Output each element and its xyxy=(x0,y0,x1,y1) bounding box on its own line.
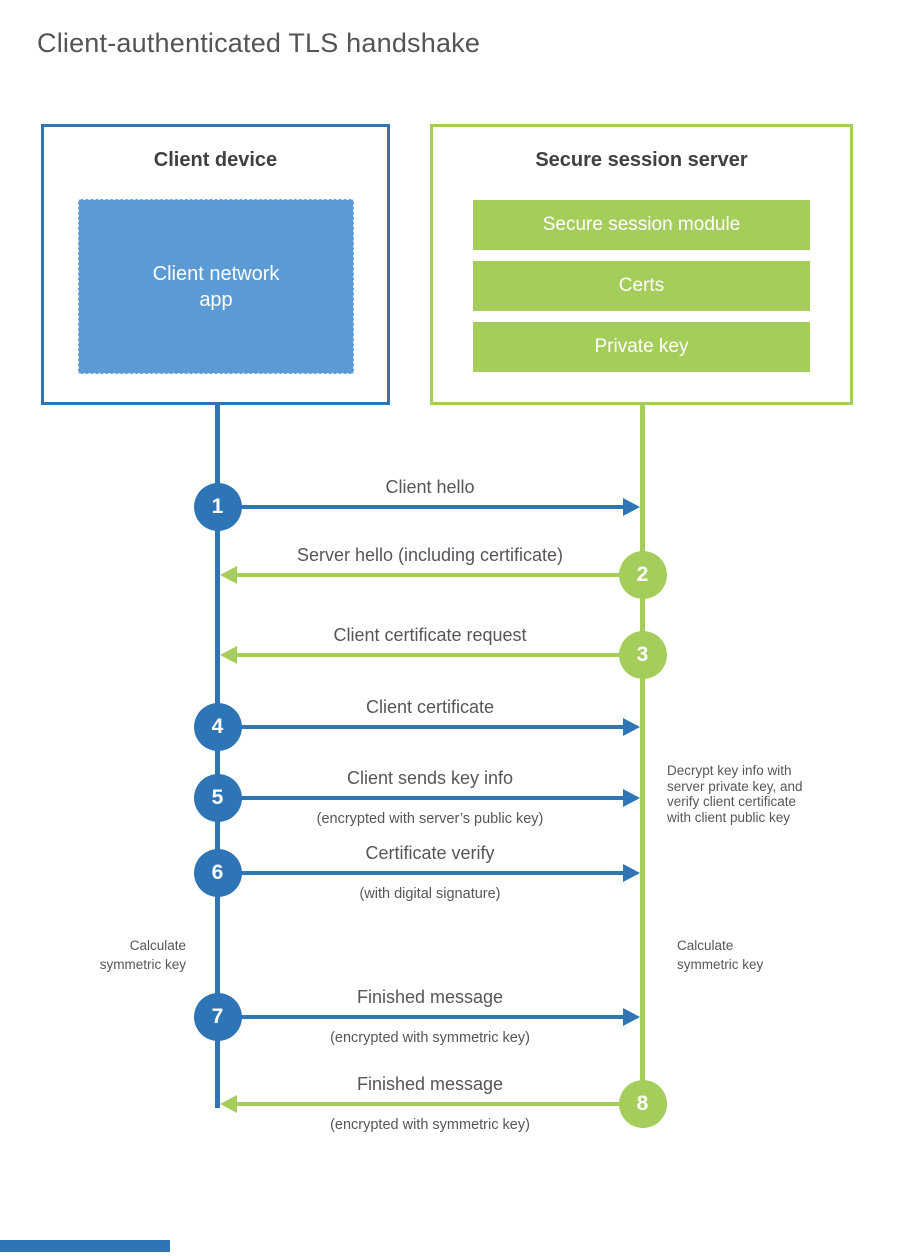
message-2-label: Server hello (including certificate) xyxy=(296,545,564,565)
client-network-app-box: Client network app xyxy=(78,199,354,374)
step-2-circle: 2 xyxy=(618,551,667,599)
server-lifeline xyxy=(640,405,645,1128)
arrowhead-left-icon xyxy=(220,566,237,584)
message-8-arrow xyxy=(237,1102,642,1106)
footer-bar xyxy=(0,1240,170,1252)
message-1-arrow xyxy=(217,505,623,509)
secure-session-module-bar: Secure session module xyxy=(473,200,810,250)
client-calculate-note: Calculate symmetric key xyxy=(99,938,186,972)
message-2-arrow xyxy=(237,573,642,577)
server-calculate-note: Calculate symmetric key xyxy=(677,938,764,972)
message-3-label: Client certificate request xyxy=(333,625,527,645)
arrowhead-right-icon xyxy=(623,789,640,807)
step-8-number: 8 xyxy=(636,1092,649,1115)
client-device-title: Client device xyxy=(153,149,278,171)
message-3-arrow xyxy=(237,653,642,657)
step-6-number: 6 xyxy=(211,861,224,884)
message-1-label: Client hello xyxy=(385,477,475,497)
step-5-circle: 5 xyxy=(193,774,242,822)
step-3-circle: 3 xyxy=(618,631,667,679)
step-6-circle: 6 xyxy=(193,849,242,897)
step-4-number: 4 xyxy=(211,715,224,738)
message-7-label: Finished message xyxy=(356,987,504,1007)
arrowhead-left-icon xyxy=(220,646,237,664)
message-7-sublabel: (encrypted with symmetric key) xyxy=(330,1030,530,1046)
secure-session-module-label: Secure session module xyxy=(542,214,741,235)
arrowhead-right-icon xyxy=(623,498,640,516)
arrowhead-right-icon xyxy=(623,864,640,882)
message-4-label: Client certificate xyxy=(365,697,495,717)
message-8-sublabel: (encrypted with symmetric key) xyxy=(330,1117,530,1133)
private-key-label: Private key xyxy=(594,336,689,357)
client-lifeline xyxy=(215,405,220,1108)
step-4-circle: 4 xyxy=(193,703,242,751)
step-7-number: 7 xyxy=(211,1005,224,1028)
message-5-sublabel: (encrypted with server’s public key) xyxy=(316,811,544,827)
arrowhead-left-icon xyxy=(220,1095,237,1113)
secure-session-server-box: Secure session server Secure session mod… xyxy=(430,124,853,405)
private-key-bar: Private key xyxy=(473,322,810,372)
message-6-arrow xyxy=(217,871,623,875)
client-device-box: Client device Client network app xyxy=(41,124,390,405)
message-6-label: Certificate verify xyxy=(365,843,495,863)
certs-bar: Certs xyxy=(473,261,810,311)
step-2-number: 2 xyxy=(636,563,649,586)
arrowhead-right-icon xyxy=(623,1008,640,1026)
message-7-arrow xyxy=(217,1015,623,1019)
step-8-circle: 8 xyxy=(618,1080,667,1128)
arrowhead-right-icon xyxy=(623,718,640,736)
step-5-number: 5 xyxy=(211,786,224,809)
certs-label: Certs xyxy=(618,275,665,296)
message-5-arrow xyxy=(217,796,623,800)
step-1-number: 1 xyxy=(211,495,224,518)
message-4-arrow xyxy=(217,725,623,729)
step-7-circle: 7 xyxy=(193,993,242,1041)
client-network-app-label: Client network app xyxy=(152,262,280,311)
step-3-number: 3 xyxy=(636,643,649,666)
step-1-circle: 1 xyxy=(193,483,242,531)
server-decrypt-note: Decrypt key info with server private key… xyxy=(667,763,803,825)
message-6-sublabel: (with digital signature) xyxy=(359,886,501,902)
page-title: Client-authenticated TLS handshake xyxy=(37,28,481,58)
message-5-label: Client sends key info xyxy=(346,768,514,788)
secure-session-server-title: Secure session server xyxy=(535,149,748,171)
message-8-label: Finished message xyxy=(356,1074,504,1094)
